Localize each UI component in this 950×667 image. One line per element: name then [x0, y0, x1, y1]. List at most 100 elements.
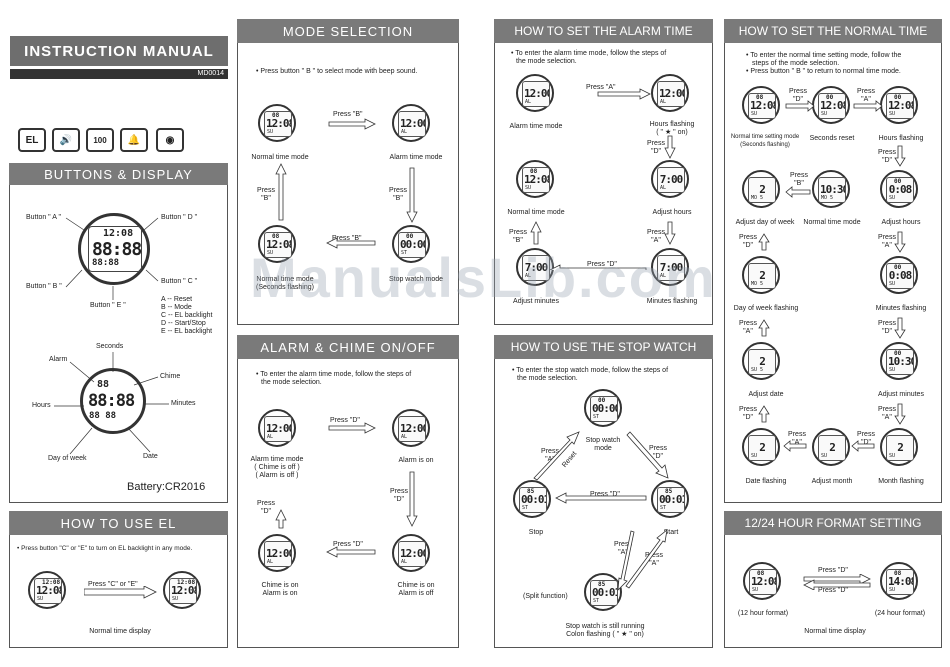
ns-press-d-1: Press"D" [789, 88, 807, 103]
format-arrows [803, 574, 871, 590]
caption-stop: Stop [528, 529, 544, 536]
label-alarm: Alarm [49, 356, 68, 363]
display-leader-lines [54, 352, 169, 455]
manual-code: MD0014 [10, 69, 228, 79]
caption-seconds-reset: Seconds reset [809, 135, 855, 142]
label-date: Date [143, 453, 158, 460]
ns-press-b: Press"B" [790, 172, 808, 187]
format-caption: Normal time display [804, 628, 866, 635]
battery-icon: ◉ [156, 128, 184, 152]
stop-press-a-1: Press"A" [614, 541, 632, 556]
chime-press-d-3: Press"D" [390, 488, 408, 503]
mode-press-b-4: Press"B" [257, 187, 275, 202]
caption-normal-mode: Normal time mode [251, 154, 309, 161]
chime-arrows [275, 422, 418, 558]
caption-adjust-date: Adjust date [748, 391, 784, 398]
el-press-label: Press "C" or "E" [88, 581, 138, 588]
ns-press-d-6: Press"D" [857, 431, 875, 446]
normal-instruction-3: • Press button " B " to return to normal… [746, 68, 901, 75]
format-press-d-1: Press "D" [818, 567, 848, 574]
caption-alarm-is-on: Alarm is on [398, 457, 434, 464]
watch-sub-digits: 88:88 [92, 258, 120, 268]
caption-chime-alarm-mode: Alarm time mode( Chime is off )( Alarm i… [250, 456, 304, 479]
stop-instruction-1: • To enter the stop watch mode, follow t… [512, 367, 669, 374]
alarm-chime-header: ALARM & CHIME ON/OFF [237, 335, 459, 359]
watermark: ManualsLib.com [250, 246, 717, 309]
chime-instruction-2: the mode selection. [261, 379, 322, 386]
button-leader-lines [65, 217, 159, 300]
caption-adjust-month: Adjust month [811, 478, 853, 485]
ns-press-d-4: Press"D" [878, 320, 896, 335]
normal-instruction-2: steps of the mode selection. [752, 60, 840, 67]
ns-press-d-5: Press"D" [739, 406, 757, 421]
label-hours: Hours [32, 402, 51, 409]
stop-instruction-2: the mode selection. [517, 375, 578, 382]
ns-press-a-1: Press"A" [857, 88, 875, 103]
caption-normal-hours-flashing: Hours flashing [878, 135, 924, 142]
water-resist-icon: 100 [86, 128, 114, 152]
arrow-right-icon [84, 586, 157, 599]
alarm-press-a-2: Press"A" [647, 229, 665, 244]
alarm-press-a-1: Press "A" [586, 84, 616, 91]
buttons-display-header: BUTTONS & DISPLAY [9, 163, 228, 185]
caption-normal-adjust-hours: Adjust hours [881, 219, 921, 226]
alarm-bell-icon: 🔔 [120, 128, 148, 152]
manual-title-bar: INSTRUCTION MANUAL [10, 36, 228, 66]
alarm-instruction-2: the mode selection. [516, 58, 577, 65]
button-d-label: Button " D " [161, 214, 198, 221]
mode-press-b-3: Press"B" [389, 187, 407, 202]
stop-press-d-2: Press "D" [590, 491, 620, 498]
battery-label: Battery:CR2016 [127, 481, 206, 493]
normal-set-arrows [758, 100, 906, 452]
set-normal-header: HOW TO SET THE NORMAL TIME [724, 19, 942, 43]
caption-24-hour: (24 hour format) [874, 610, 926, 617]
alarm-press-b: Press"B" [509, 229, 527, 244]
ns-press-d-3: Press"D" [739, 234, 757, 249]
chime-instruction-1: • To enter the alarm time mode, follow t… [256, 371, 412, 378]
how-to-use-el-header: HOW TO USE EL [9, 511, 228, 535]
chime-press-d-2: Press "D" [333, 541, 363, 548]
hour-format-header: 12/24 HOUR FORMAT SETTING [724, 511, 942, 535]
caption-alarm-mode: Alarm time mode [389, 154, 443, 161]
stop-press-a-2: Press"A" [645, 552, 663, 567]
el-icon: EL [18, 128, 46, 152]
stop-press-a-reset: Press"A" [541, 448, 559, 463]
button-e-label: Button " E " [90, 302, 126, 309]
ns-press-a-2: Press"A" [878, 234, 896, 249]
caption-normal-minutes-flashing: Minutes flashing [875, 305, 927, 312]
el-instruction: • Press button "C" or "E" to turn on EL … [17, 545, 193, 552]
label-minutes: Minutes [171, 400, 196, 407]
caption-adjust-minutes: Adjust minutes [513, 298, 559, 305]
mode-press-b-1: Press "B" [333, 111, 363, 118]
caption-date-flashing: Date flashing [745, 478, 787, 485]
caption-minutes-flashing: Minutes flashing [646, 298, 698, 305]
normal-instruction-1: • To enter the normal time setting mode,… [746, 52, 902, 59]
chime-press-d-4: Press"D" [257, 500, 275, 515]
